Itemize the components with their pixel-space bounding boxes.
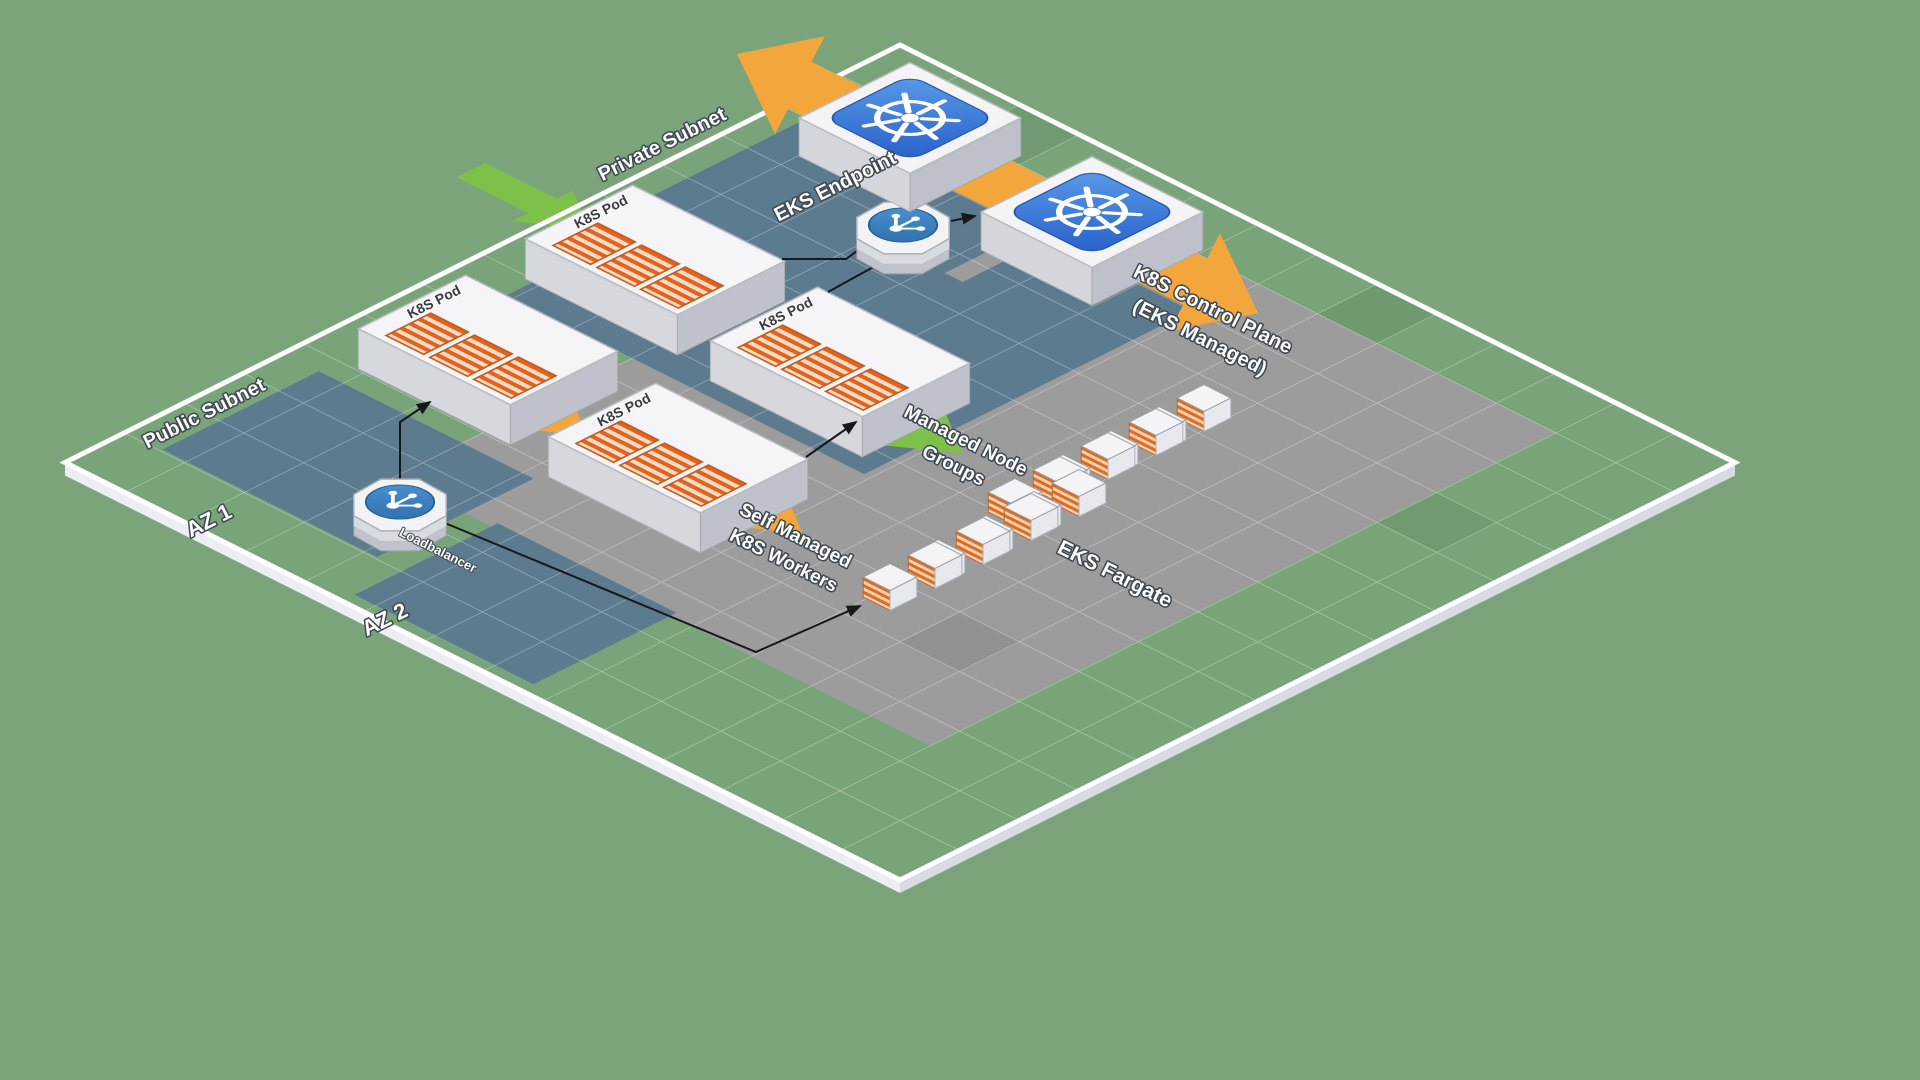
connector-endpoint-k8s (950, 212, 977, 225)
connector-lb-pod1 (399, 400, 432, 487)
platform-edge (59, 42, 1741, 883)
connector-lb-workers (427, 515, 862, 654)
green-arrow-ingress (456, 163, 589, 230)
connector-pod3-pod4 (805, 420, 858, 458)
platform-side-left (65, 462, 900, 893)
platform-side-right (900, 462, 1735, 893)
eks-endpoint-icon (853, 199, 953, 276)
